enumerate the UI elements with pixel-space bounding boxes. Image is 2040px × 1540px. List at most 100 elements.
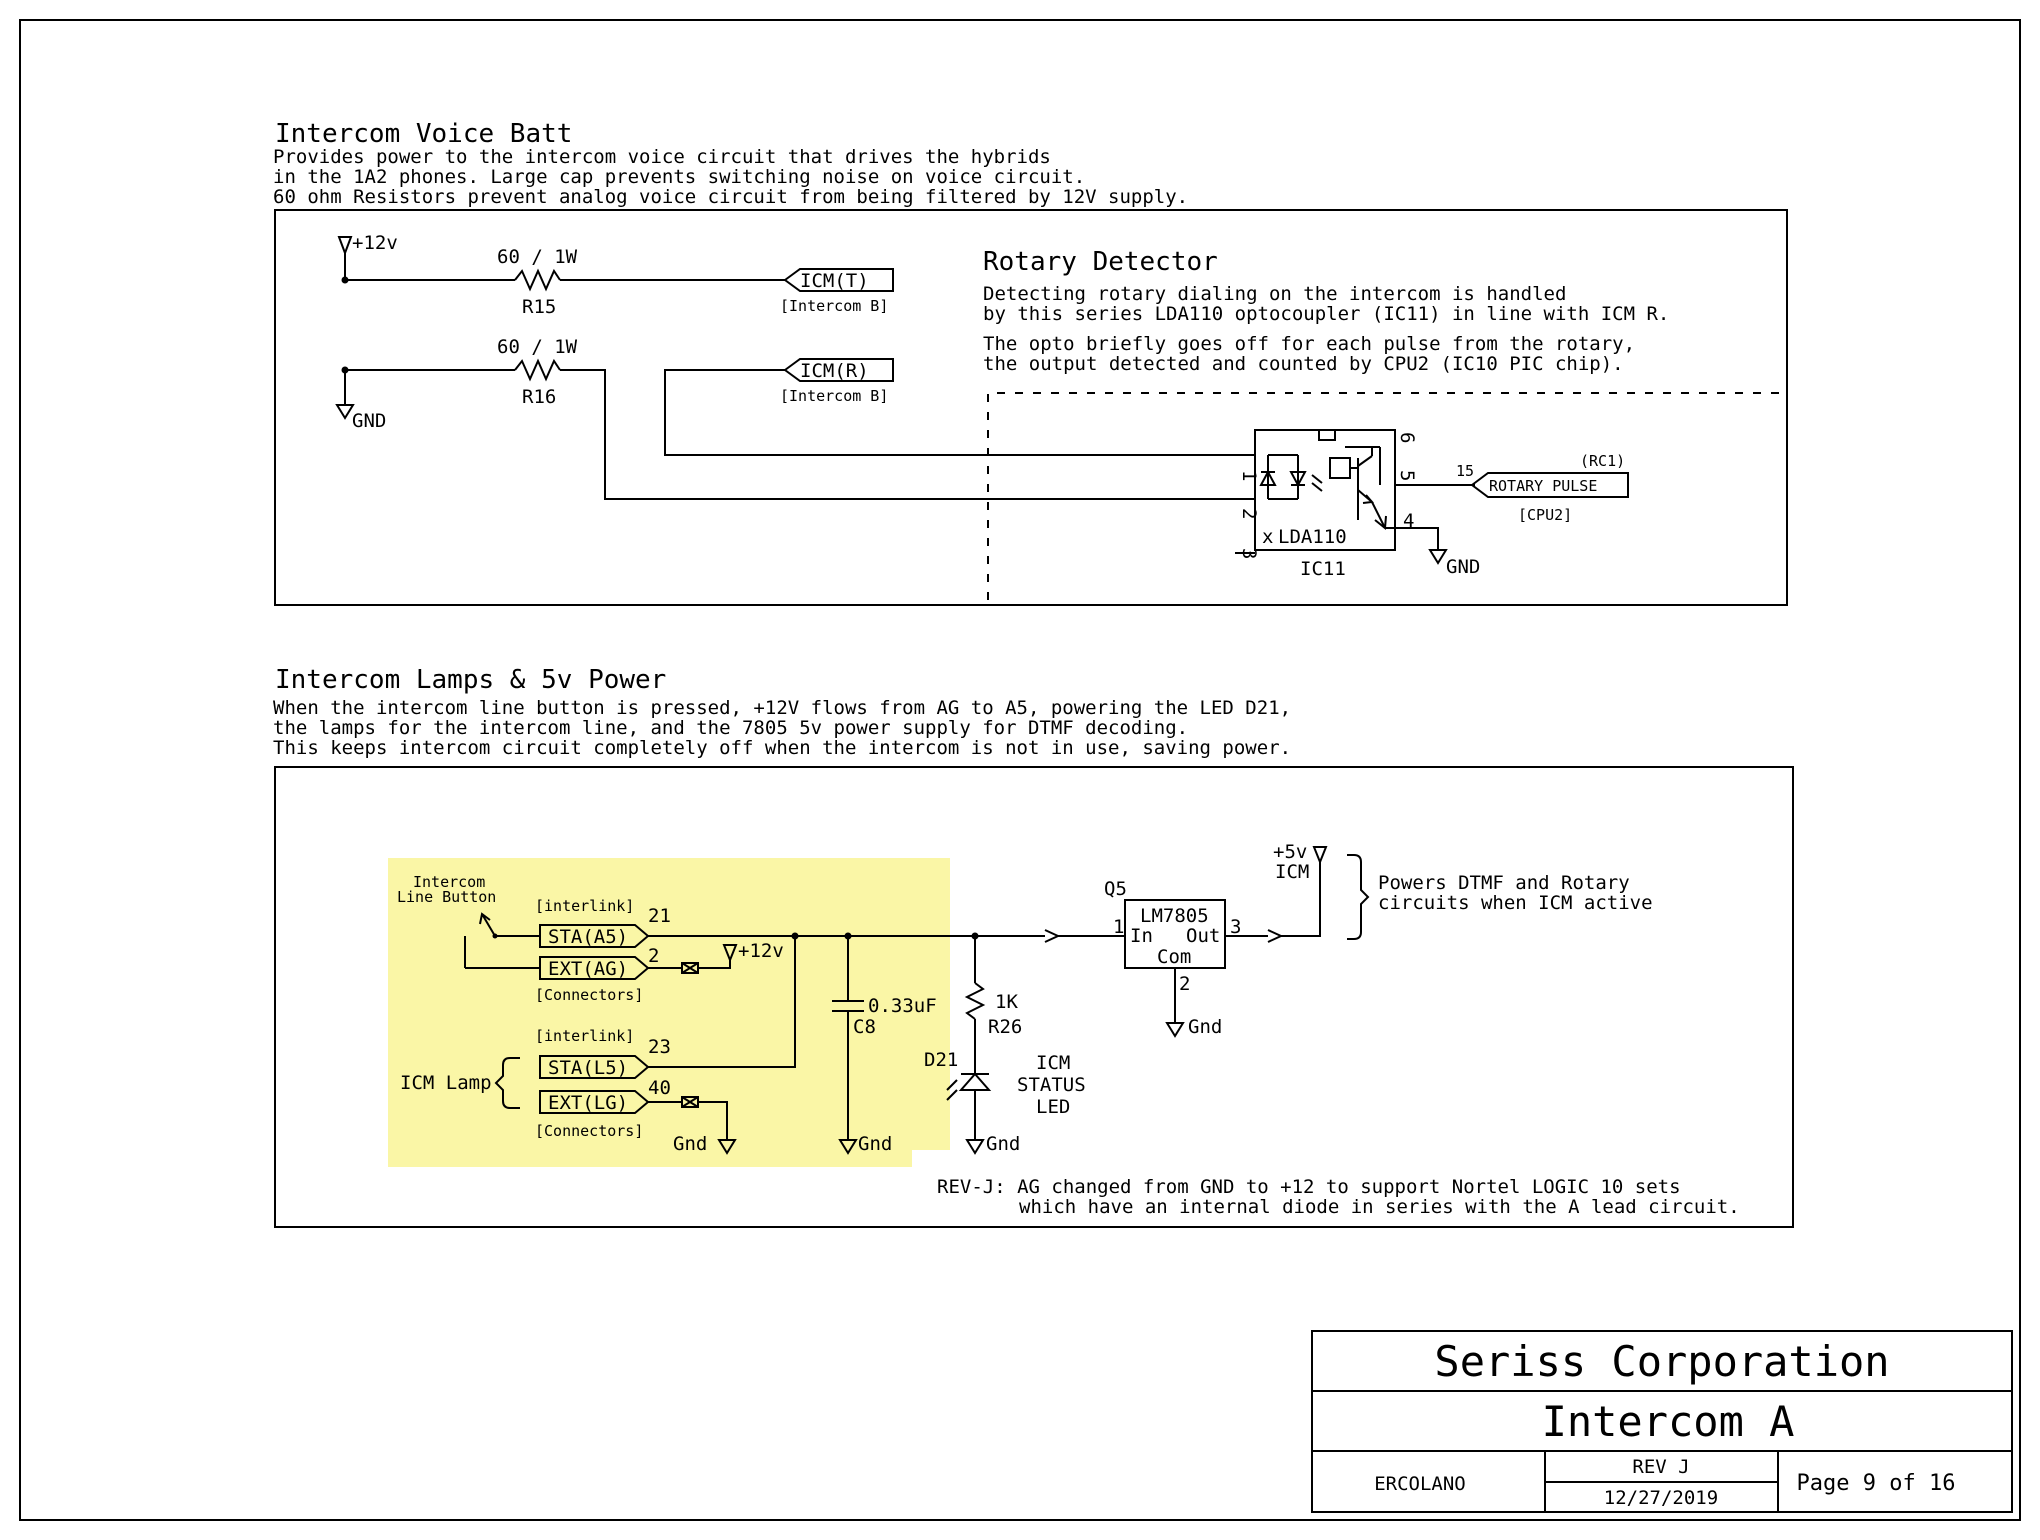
- plus12v-label-lamps: +12v: [738, 940, 784, 962]
- lamps-desc-line1: When the intercom line button is pressed…: [273, 697, 1291, 719]
- q5-pin1: 1: [1113, 916, 1124, 938]
- voice-batt-section: Intercom Voice Batt Provides power to th…: [273, 119, 1788, 606]
- icm-r-sheetref: [Intercom B]: [780, 387, 888, 405]
- ic11-pin4: 4: [1403, 510, 1414, 532]
- page-number: Page 9 of 16: [1797, 1471, 1956, 1496]
- q5-pin-com: Com: [1157, 946, 1191, 968]
- gnd-label-led: Gnd: [986, 1133, 1020, 1155]
- sta-l5-label: STA(L5): [548, 1057, 628, 1079]
- page-border: [19, 19, 2021, 1521]
- gnd-symbol-ic11: [1428, 549, 1448, 565]
- q5-part: LM7805: [1140, 905, 1209, 927]
- button-label-line1: Intercom: [413, 873, 485, 891]
- r26-ref: R26: [988, 1016, 1022, 1038]
- c8-value: 0.33uF: [868, 995, 937, 1017]
- voice-batt-desc-line3: 60 ohm Resistors prevent analog voice ci…: [273, 186, 1188, 208]
- q5-pin2: 2: [1179, 973, 1190, 995]
- icm-lamp-brace: [494, 1057, 520, 1109]
- rotary-dashed-divider: [987, 392, 1787, 600]
- q5-pin-in: In: [1130, 925, 1153, 947]
- ic11-pin5: 5: [1396, 470, 1418, 481]
- company-name: Seriss Corporation: [1434, 1337, 1889, 1386]
- rotary-desc2-line2: the output detected and counted by CPU2 …: [983, 353, 1624, 375]
- gnd-symbol-q5: [1165, 1022, 1185, 1038]
- revision: REV J: [1632, 1456, 1689, 1478]
- ic11-part: LDA110: [1278, 526, 1347, 548]
- ext-lg-label: EXT(LG): [548, 1092, 628, 1114]
- rotary-desc2-line1: The opto briefly goes off for each pulse…: [983, 333, 1635, 355]
- gnd-label-c8: Gnd: [858, 1133, 892, 1155]
- ext-lg-connector: [539, 1090, 650, 1114]
- voice-batt-desc-line2: in the 1A2 phones. Large cap prevents sw…: [273, 166, 1085, 188]
- gnd-symbol-led: [965, 1139, 985, 1155]
- powers-note-line2: circuits when ICM active: [1378, 892, 1653, 914]
- plus5v-net: ICM: [1275, 861, 1309, 883]
- connectors-label-2: [Connectors]: [535, 1122, 643, 1140]
- d21-led: [946, 1072, 992, 1101]
- button-label-line2: Line Button: [397, 888, 496, 906]
- ext-ag-label: EXT(AG): [548, 958, 628, 980]
- voice-batt-desc-line1: Provides power to the intercom voice cir…: [273, 146, 1051, 168]
- plus12v-symbol-lamps: [722, 944, 738, 963]
- rotary-net-rc: (RC1): [1580, 452, 1625, 470]
- pin-21: 21: [648, 905, 671, 927]
- lamps-desc-line3: This keeps intercom circuit completely o…: [273, 737, 1291, 759]
- gnd-symbol-lamp: [717, 1139, 737, 1155]
- r26-value: 1K: [995, 991, 1018, 1013]
- gnd-label-left: GND: [352, 410, 386, 432]
- rev-note-line1: REV-J: AG changed from GND to +12 to sup…: [937, 1176, 1681, 1198]
- lamps-desc-line2: the lamps for the intercom line, and the…: [273, 717, 1188, 739]
- powers-brace: [1347, 854, 1370, 940]
- c8-ref: C8: [853, 1016, 876, 1038]
- led-label-line2: STATUS: [1017, 1074, 1086, 1096]
- line-button-switch: [464, 912, 540, 969]
- gnd-symbol-c8: [838, 1139, 858, 1155]
- icm-r-port: [783, 358, 894, 382]
- voice-batt-title: Intercom Voice Batt: [275, 119, 572, 149]
- r16-ref: R16: [522, 386, 556, 408]
- gnd-symbol-left: [335, 404, 355, 420]
- rotary-desc1-line2: by this series LDA110 optocoupler (IC11)…: [983, 303, 1669, 325]
- r16-value: 60 / 1W: [497, 336, 578, 358]
- ic11-pin2: 2: [1238, 508, 1260, 519]
- icm-t-sheetref: [Intercom B]: [780, 297, 888, 315]
- plus12v-symbol: +12v: [337, 232, 398, 280]
- q5-pin3: 3: [1230, 916, 1241, 938]
- sta-a5-label: STA(A5): [548, 926, 628, 948]
- plus5v-label: +5v: [1273, 841, 1307, 863]
- d21-ref: D21: [924, 1049, 958, 1071]
- connectors-label-1: [Connectors]: [535, 986, 643, 1004]
- pin-23: 23: [648, 1036, 671, 1058]
- sheet-title: Intercom A: [1542, 1397, 1795, 1446]
- icm-t-label: ICM(T): [800, 270, 869, 292]
- ext-ag-connector: [539, 956, 650, 980]
- r26-resistor: [964, 982, 986, 1020]
- interlink-label-1: [interlink]: [535, 897, 634, 915]
- pin-2: 2: [648, 945, 659, 967]
- interlink-label-2: [interlink]: [535, 1027, 634, 1045]
- sta-l5-connector: [539, 1055, 650, 1079]
- icm-t-port: [783, 268, 894, 292]
- sta-a5-connector: [539, 924, 650, 948]
- q5-ref: Q5: [1104, 878, 1127, 900]
- plus5v-symbol: [1312, 846, 1328, 865]
- rotary-pulse-port: [1470, 472, 1629, 498]
- led-label-line3: LED: [1036, 1096, 1070, 1118]
- rotary-pulse-label: ROTARY PULSE: [1489, 477, 1597, 495]
- ic11-ref: IC11: [1300, 558, 1346, 580]
- icm-lamp-label: ICM Lamp: [400, 1072, 492, 1094]
- rotary-net-pin: 15: [1456, 462, 1474, 480]
- lamps-section: Intercom Lamps & 5v Power When the inter…: [273, 665, 1794, 1228]
- ic11-input-leds: [1259, 454, 1323, 500]
- rotary-title: Rotary Detector: [983, 247, 1218, 277]
- revision-date: 12/27/2019: [1604, 1487, 1718, 1509]
- rev-note-line2: which have an internal diode in series w…: [1019, 1196, 1740, 1218]
- q5-pin-out: Out: [1186, 925, 1220, 947]
- rotary-desc1-line1: Detecting rotary dialing on the intercom…: [983, 283, 1566, 305]
- ic11-pin1: 1: [1238, 470, 1260, 481]
- ic11-notch: [1318, 429, 1336, 441]
- lamps-title: Intercom Lamps & 5v Power: [275, 665, 666, 695]
- voice-batt-frame: [274, 209, 1788, 606]
- gnd-label-ic11: GND: [1446, 556, 1480, 578]
